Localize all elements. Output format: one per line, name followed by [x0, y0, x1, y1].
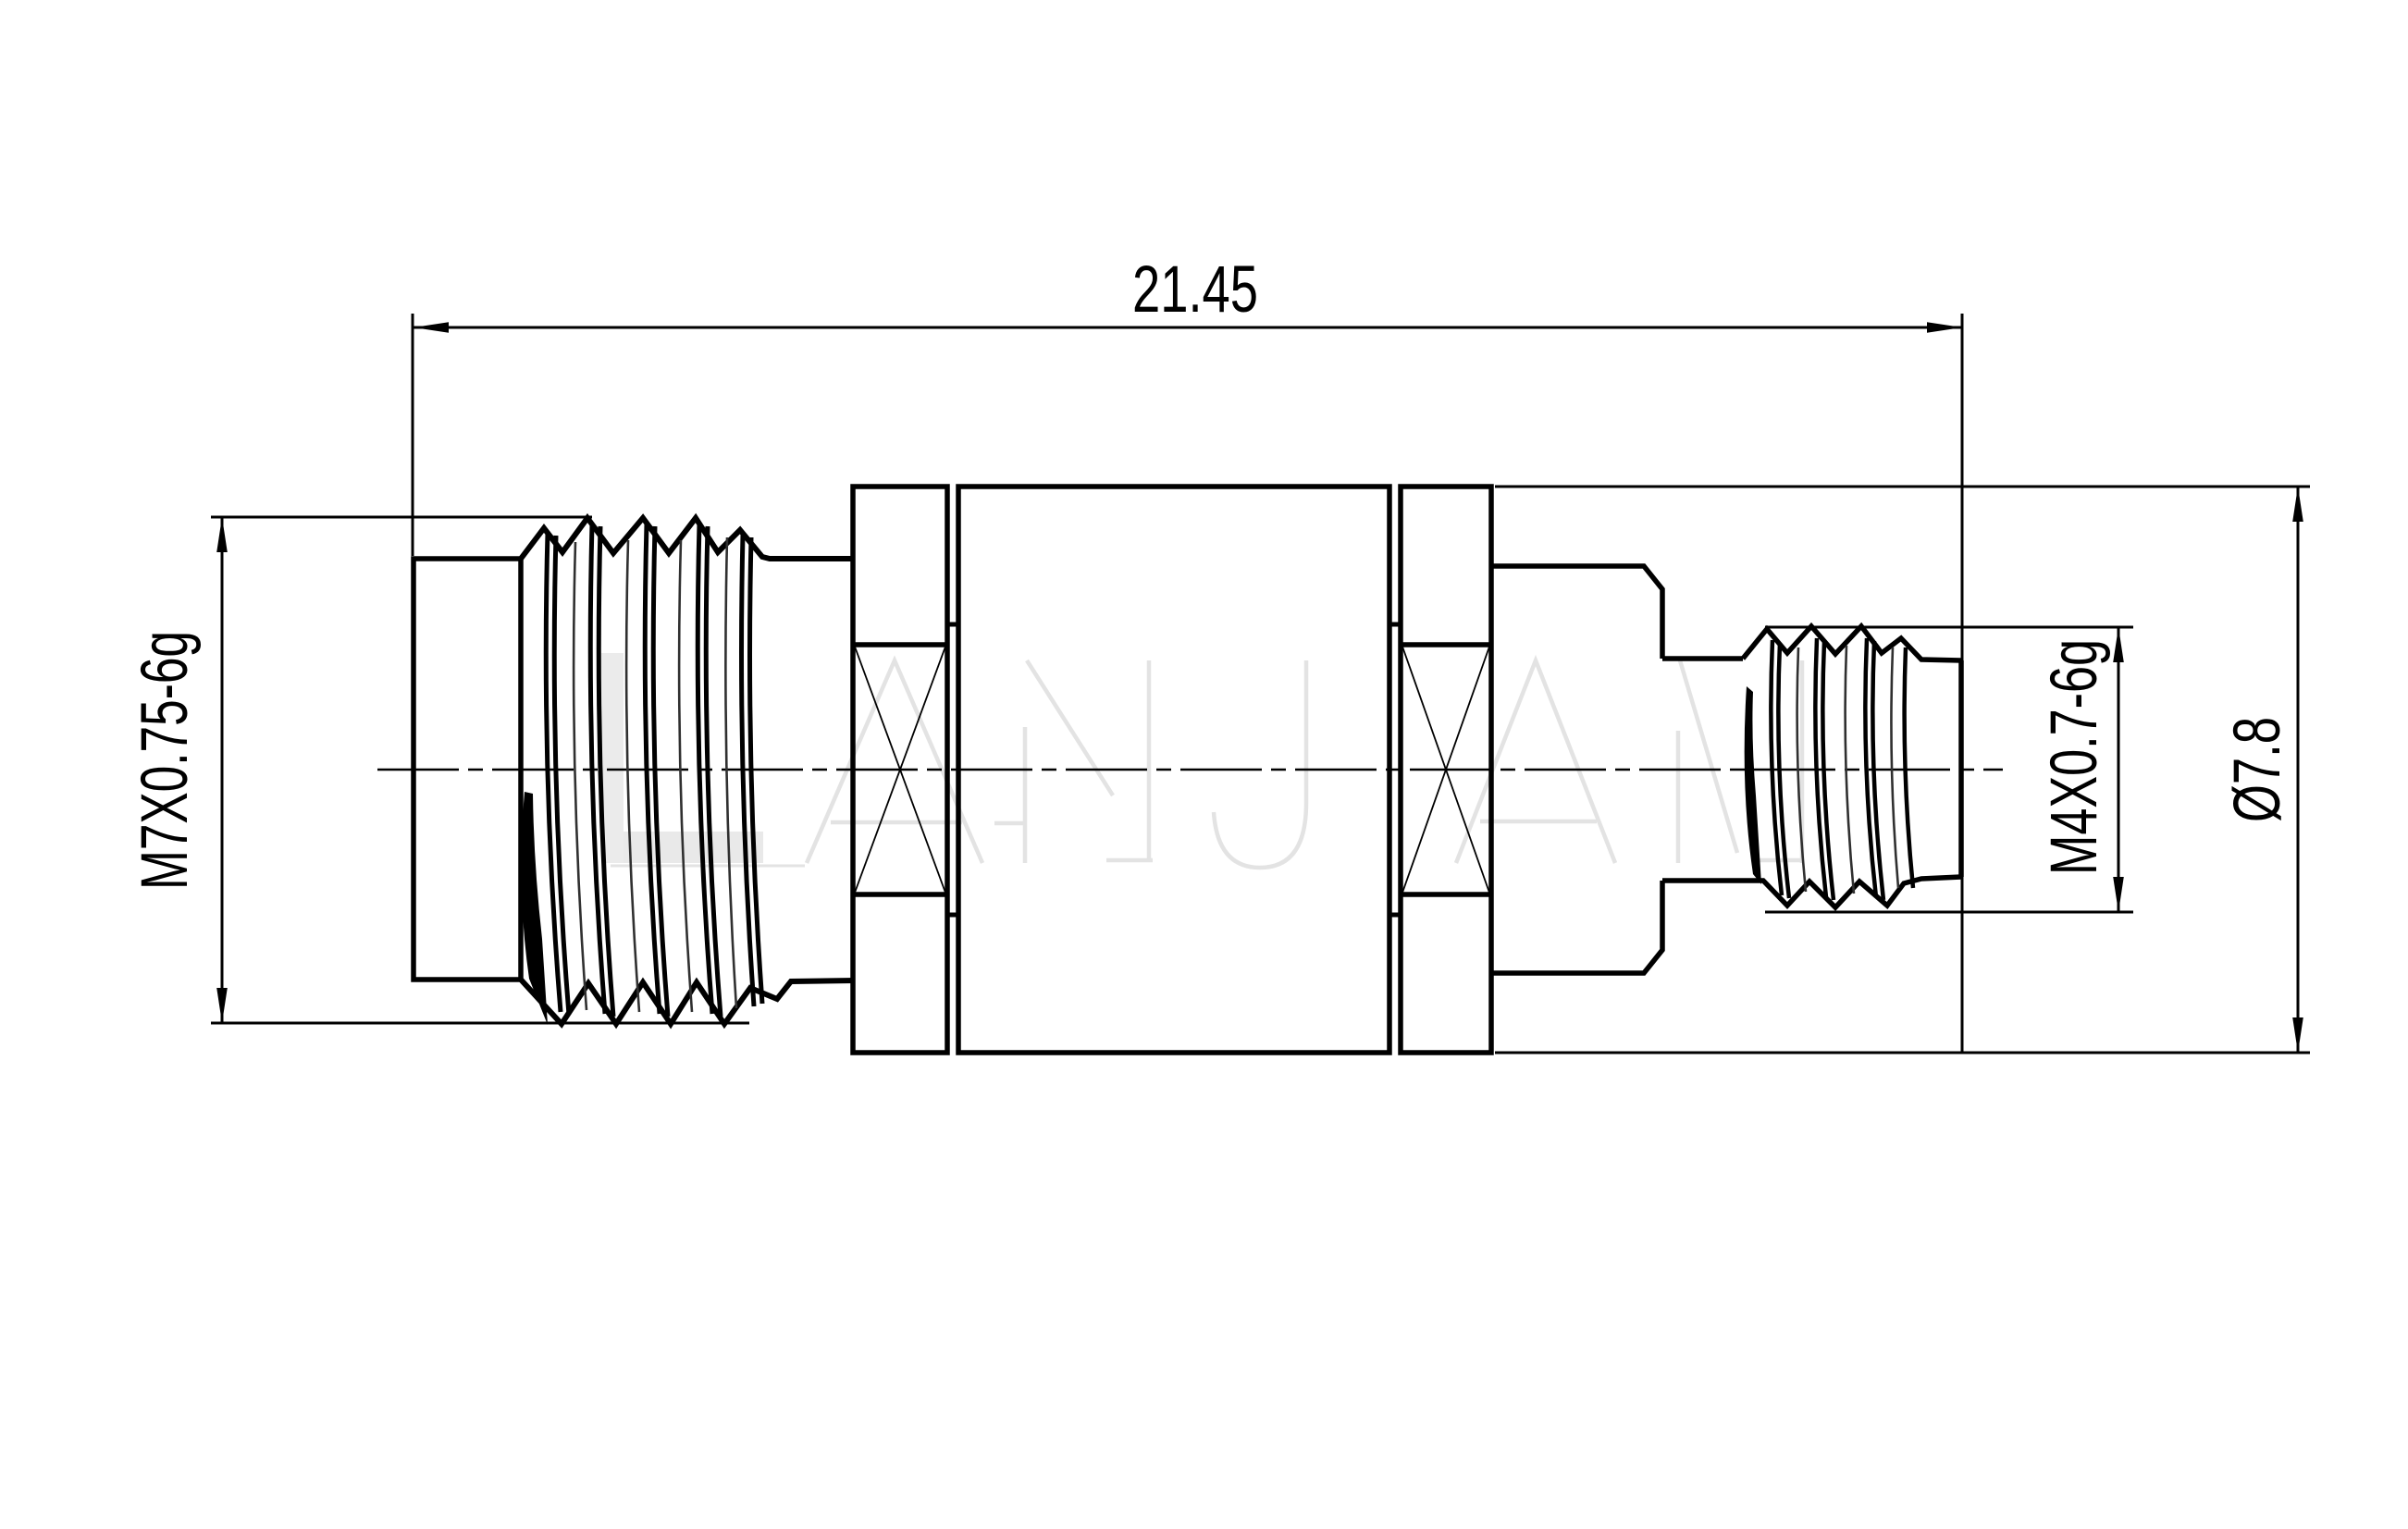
svg-text:Ø7.8: Ø7.8	[2221, 717, 2294, 822]
svg-text:M7X0.75-6g: M7X0.75-6g	[129, 631, 202, 890]
svg-text:M4X0.7-6g: M4X0.7-6g	[2038, 639, 2111, 875]
svg-text:21.45: 21.45	[1132, 253, 1258, 327]
